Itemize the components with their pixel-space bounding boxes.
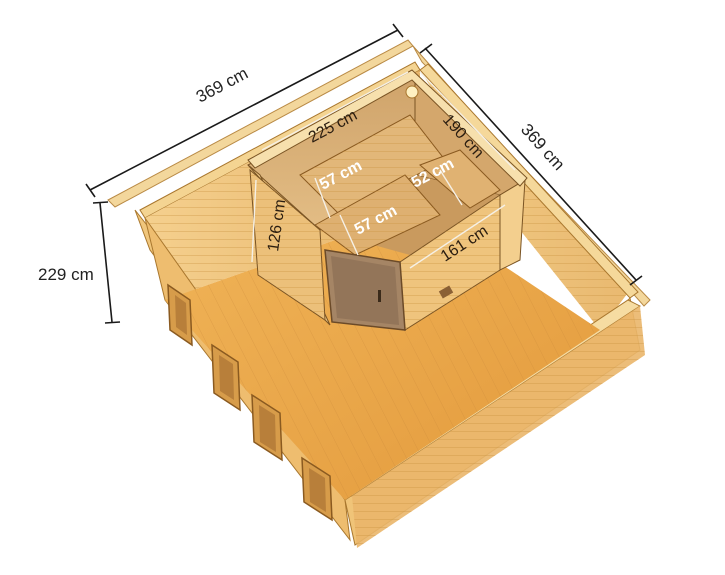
inner-dimension-lines <box>251 71 516 269</box>
outer-height-label: 229 cm <box>38 265 94 284</box>
outer-depth-label: 369 cm <box>517 120 568 174</box>
windows <box>167 283 333 522</box>
dimension-lines <box>85 23 643 324</box>
outer-width-label: 369 cm <box>193 64 251 107</box>
